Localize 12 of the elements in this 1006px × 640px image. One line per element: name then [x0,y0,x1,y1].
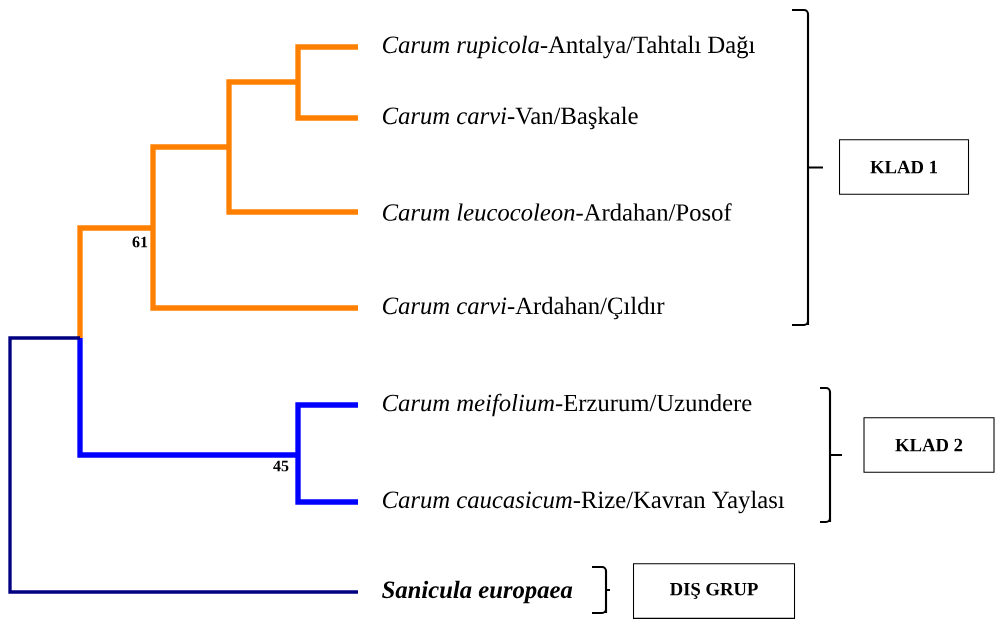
taxon-label: Sanicula europaea [382,580,573,604]
clade-box: KLAD 2 [863,417,995,473]
taxon-label: Carum leucocoleon-Ardahan/Posof [383,203,732,221]
clade-box: KLAD 1 [838,139,970,195]
bootstrap-value: 45 [273,460,289,472]
taxon-label: Carum caucasicum-Rize/Kavran Yaylası [383,490,785,514]
bootstrap-value: 61 [132,236,148,248]
taxon-label: Carum carvi-Van/Başkale [383,106,638,130]
taxon-label: Carum carvi-Ardahan/Çıldır [383,296,665,320]
taxon-label: Carum rupicola-Antalya/Tahtalı Dağı [383,35,755,59]
clade-box: DIŞ GRUP [632,563,796,619]
taxon-label: Carum meifolium-Erzurum/Uzundere [383,393,752,417]
